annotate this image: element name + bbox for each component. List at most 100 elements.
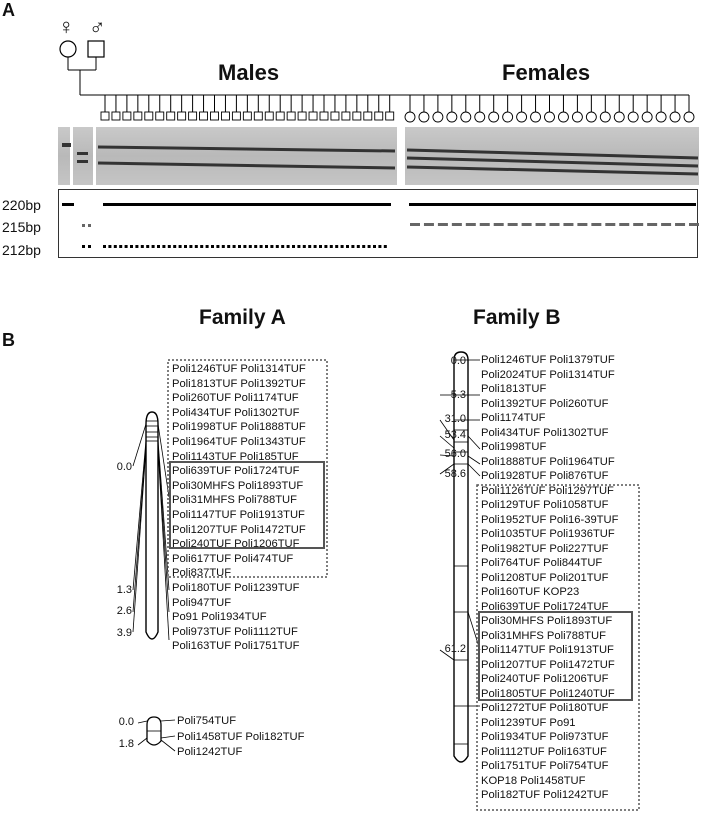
band-215-female [689,223,699,226]
female-offspring [404,111,416,123]
female-offspring [627,111,639,123]
gel-band [97,145,396,153]
family-b-marker-label: Poli1813TUF [481,383,547,395]
family-a-title: Family A [199,306,286,329]
male-offspring [275,111,285,121]
band-212-male [189,245,193,248]
family-a-marker-label: Poli1143TUF Poli185TUF [172,450,299,463]
band-212-male [216,245,220,248]
band-212-male [151,245,155,248]
band-212-male [194,245,198,248]
family-a-marker-label: Poli1813TUF Poli1392TUF [172,377,306,390]
family-a-marker-label: Poli639TUF Poli1724TUF [172,465,300,478]
female-offspring [502,111,514,123]
band-212-male [324,245,328,248]
family-a-marker-label: Poli240TUF Poli1206TUF [172,538,300,551]
band-212-male [270,245,274,248]
family-a-marker-label: Poli617TUF Poli474TUF [172,552,294,565]
gel-band [77,160,88,163]
band-215-father [82,224,85,227]
band-212-male [297,245,301,248]
female-offspring [418,111,430,123]
band-212-male [329,245,333,248]
male-offspring [319,111,329,121]
family-a-marker-label: Poli1998TUF Poli1888TUF [172,421,306,434]
family-a-position: 3.9 [116,627,132,639]
band-212-male [113,245,117,248]
band-215-female [647,223,658,226]
band-212-male [167,245,171,248]
male-offspring [166,111,176,121]
band-220-mother [62,203,74,206]
band-215-female [605,223,616,226]
family-b-marker-label: KOP18 Poli1458TUF [481,774,586,787]
females-label: Females [502,60,591,85]
gel-band [97,161,396,170]
family-b-marker-label: Poli1952TUF Poli16-39TUF [481,513,619,526]
family-a-marker-label: Poli1964TUF Poli1343TUF [172,436,306,448]
male-offspring [242,111,252,121]
band-212-male [356,245,360,248]
family-b-marker-label: Poli1126TUF Poli1297TUF [481,484,614,497]
band-212-male [265,245,268,248]
family-a-marker-label: Poli180TUF Poli1239TUF [172,582,300,594]
family-a-marker-label: Poli1207TUF Poli1472TUF [172,523,306,536]
family-b-marker-label: Poli639TUF Poli1724TUF [481,600,609,613]
family-b-dotted-box [476,484,640,811]
family-a-chromosome [145,411,159,640]
male-offspring [352,111,362,121]
female-offspring [432,111,444,123]
male-offspring [286,111,296,121]
female-offspring [530,111,541,123]
panel-b-label: B [2,330,15,350]
family-a-position: 0.0 [116,461,132,473]
family-b-marker-label: Poli1751TUF Poli754TUF [481,760,609,772]
band-212-male [302,245,306,248]
band-215-female [493,223,504,226]
band-212-male [200,245,204,248]
band-215-female [619,223,630,226]
female-offspring [655,111,667,123]
band-212-male [383,245,387,248]
band-215-female [591,223,602,226]
band-212-male [340,245,344,248]
band-212-male [119,245,123,248]
female-offspring [683,111,695,123]
family-b-marker-label: Poli129TUF Poli1058TUF [481,499,609,511]
family-b-marker-label: Poli1246TUF Poli1379TUF [481,354,615,366]
band-212-male [238,245,241,248]
small-lg-position: 1.8 [118,738,134,750]
pedigree-diagram [59,40,695,123]
family-a-marker-label: Poli30MHFS Poli1893TUF [172,479,304,492]
gel-band [406,148,699,160]
male-offspring [144,111,154,121]
family-b-marker-label: Poli31MHFS Poli788TUF [481,629,606,642]
band-212-male [313,245,317,248]
band-215-female [451,223,462,226]
band-212-male [248,245,252,248]
band-215-female [437,223,448,226]
female-offspring [571,111,583,123]
band-212-male [184,245,187,248]
male-offspring [297,111,307,121]
family-a-position: 2.6 [116,605,132,617]
family-b-marker-label: Poli1934TUF Poli973TUF [481,731,609,743]
family-b-marker-label: Poli1174TUF [481,412,546,424]
male-offspring [330,111,340,121]
female-offspring [544,111,555,123]
family-a-marker-label: Poli260TUF Poli1174TUF [172,392,299,405]
female-offspring [474,111,486,123]
male-offspring [122,111,132,121]
male-offspring [308,111,318,121]
band-212-male [335,245,339,248]
family-a-marker-label: Poli434TUF Poli1302TUF [172,406,300,419]
band-212-male [140,245,144,248]
male-offspring [133,111,143,121]
family-b-chromosome [453,351,469,763]
family-b-marker-label: Poli1035TUF Poli1936TUF [481,528,615,540]
family-b-marker-label: Poli30MHFS Poli1893TUF [481,615,613,627]
family-a-marker-label: Poli837TUF [172,567,232,580]
band-212-father [88,245,91,248]
male-offspring [111,111,121,121]
family-b-marker-label: Poli1998TUF [481,441,547,453]
